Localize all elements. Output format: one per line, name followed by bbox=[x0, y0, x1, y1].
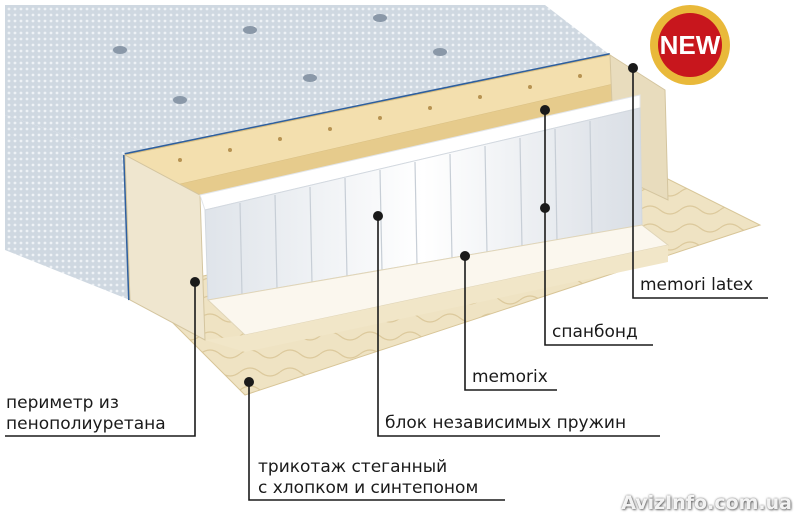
side-quilted-fabric bbox=[5, 115, 130, 300]
label-memori-latex: memori latex bbox=[640, 275, 754, 295]
quilt-buttons bbox=[113, 14, 447, 104]
leader-lines bbox=[5, 68, 768, 501]
label-spanbond: спанбонд bbox=[552, 322, 638, 342]
latex-holes bbox=[178, 74, 582, 162]
new-badge: NEW bbox=[650, 5, 730, 85]
leader-perimeter bbox=[5, 282, 196, 437]
label-knit: трикотаж стеганный с хлопком и синтепоно… bbox=[258, 457, 478, 499]
leader-spanbond bbox=[544, 110, 653, 346]
label-perimeter-line2: пенополиуретана bbox=[6, 414, 166, 434]
leader-dots bbox=[190, 63, 638, 387]
leader-memorix bbox=[464, 256, 557, 391]
leader-memori-latex bbox=[632, 68, 768, 299]
label-knit-line1: трикотаж стеганный bbox=[258, 457, 448, 477]
label-perimeter-line1: периметр из bbox=[6, 393, 119, 413]
leader-springs bbox=[377, 216, 660, 437]
new-badge-text: NEW bbox=[660, 30, 721, 60]
label-memorix: memorix bbox=[472, 367, 548, 387]
memorix-edge bbox=[205, 245, 668, 352]
label-perimeter: периметр из пенополиуретана bbox=[6, 393, 166, 435]
watermark: AvizInfo.com.ua bbox=[621, 492, 792, 514]
leader-knit bbox=[248, 382, 505, 501]
label-knit-line2: с хлопком и синтепоном bbox=[258, 478, 479, 498]
label-springs: блок независимых пружин bbox=[385, 413, 627, 433]
spring-pockets bbox=[239, 120, 593, 296]
memori-latex-edge bbox=[155, 78, 640, 205]
